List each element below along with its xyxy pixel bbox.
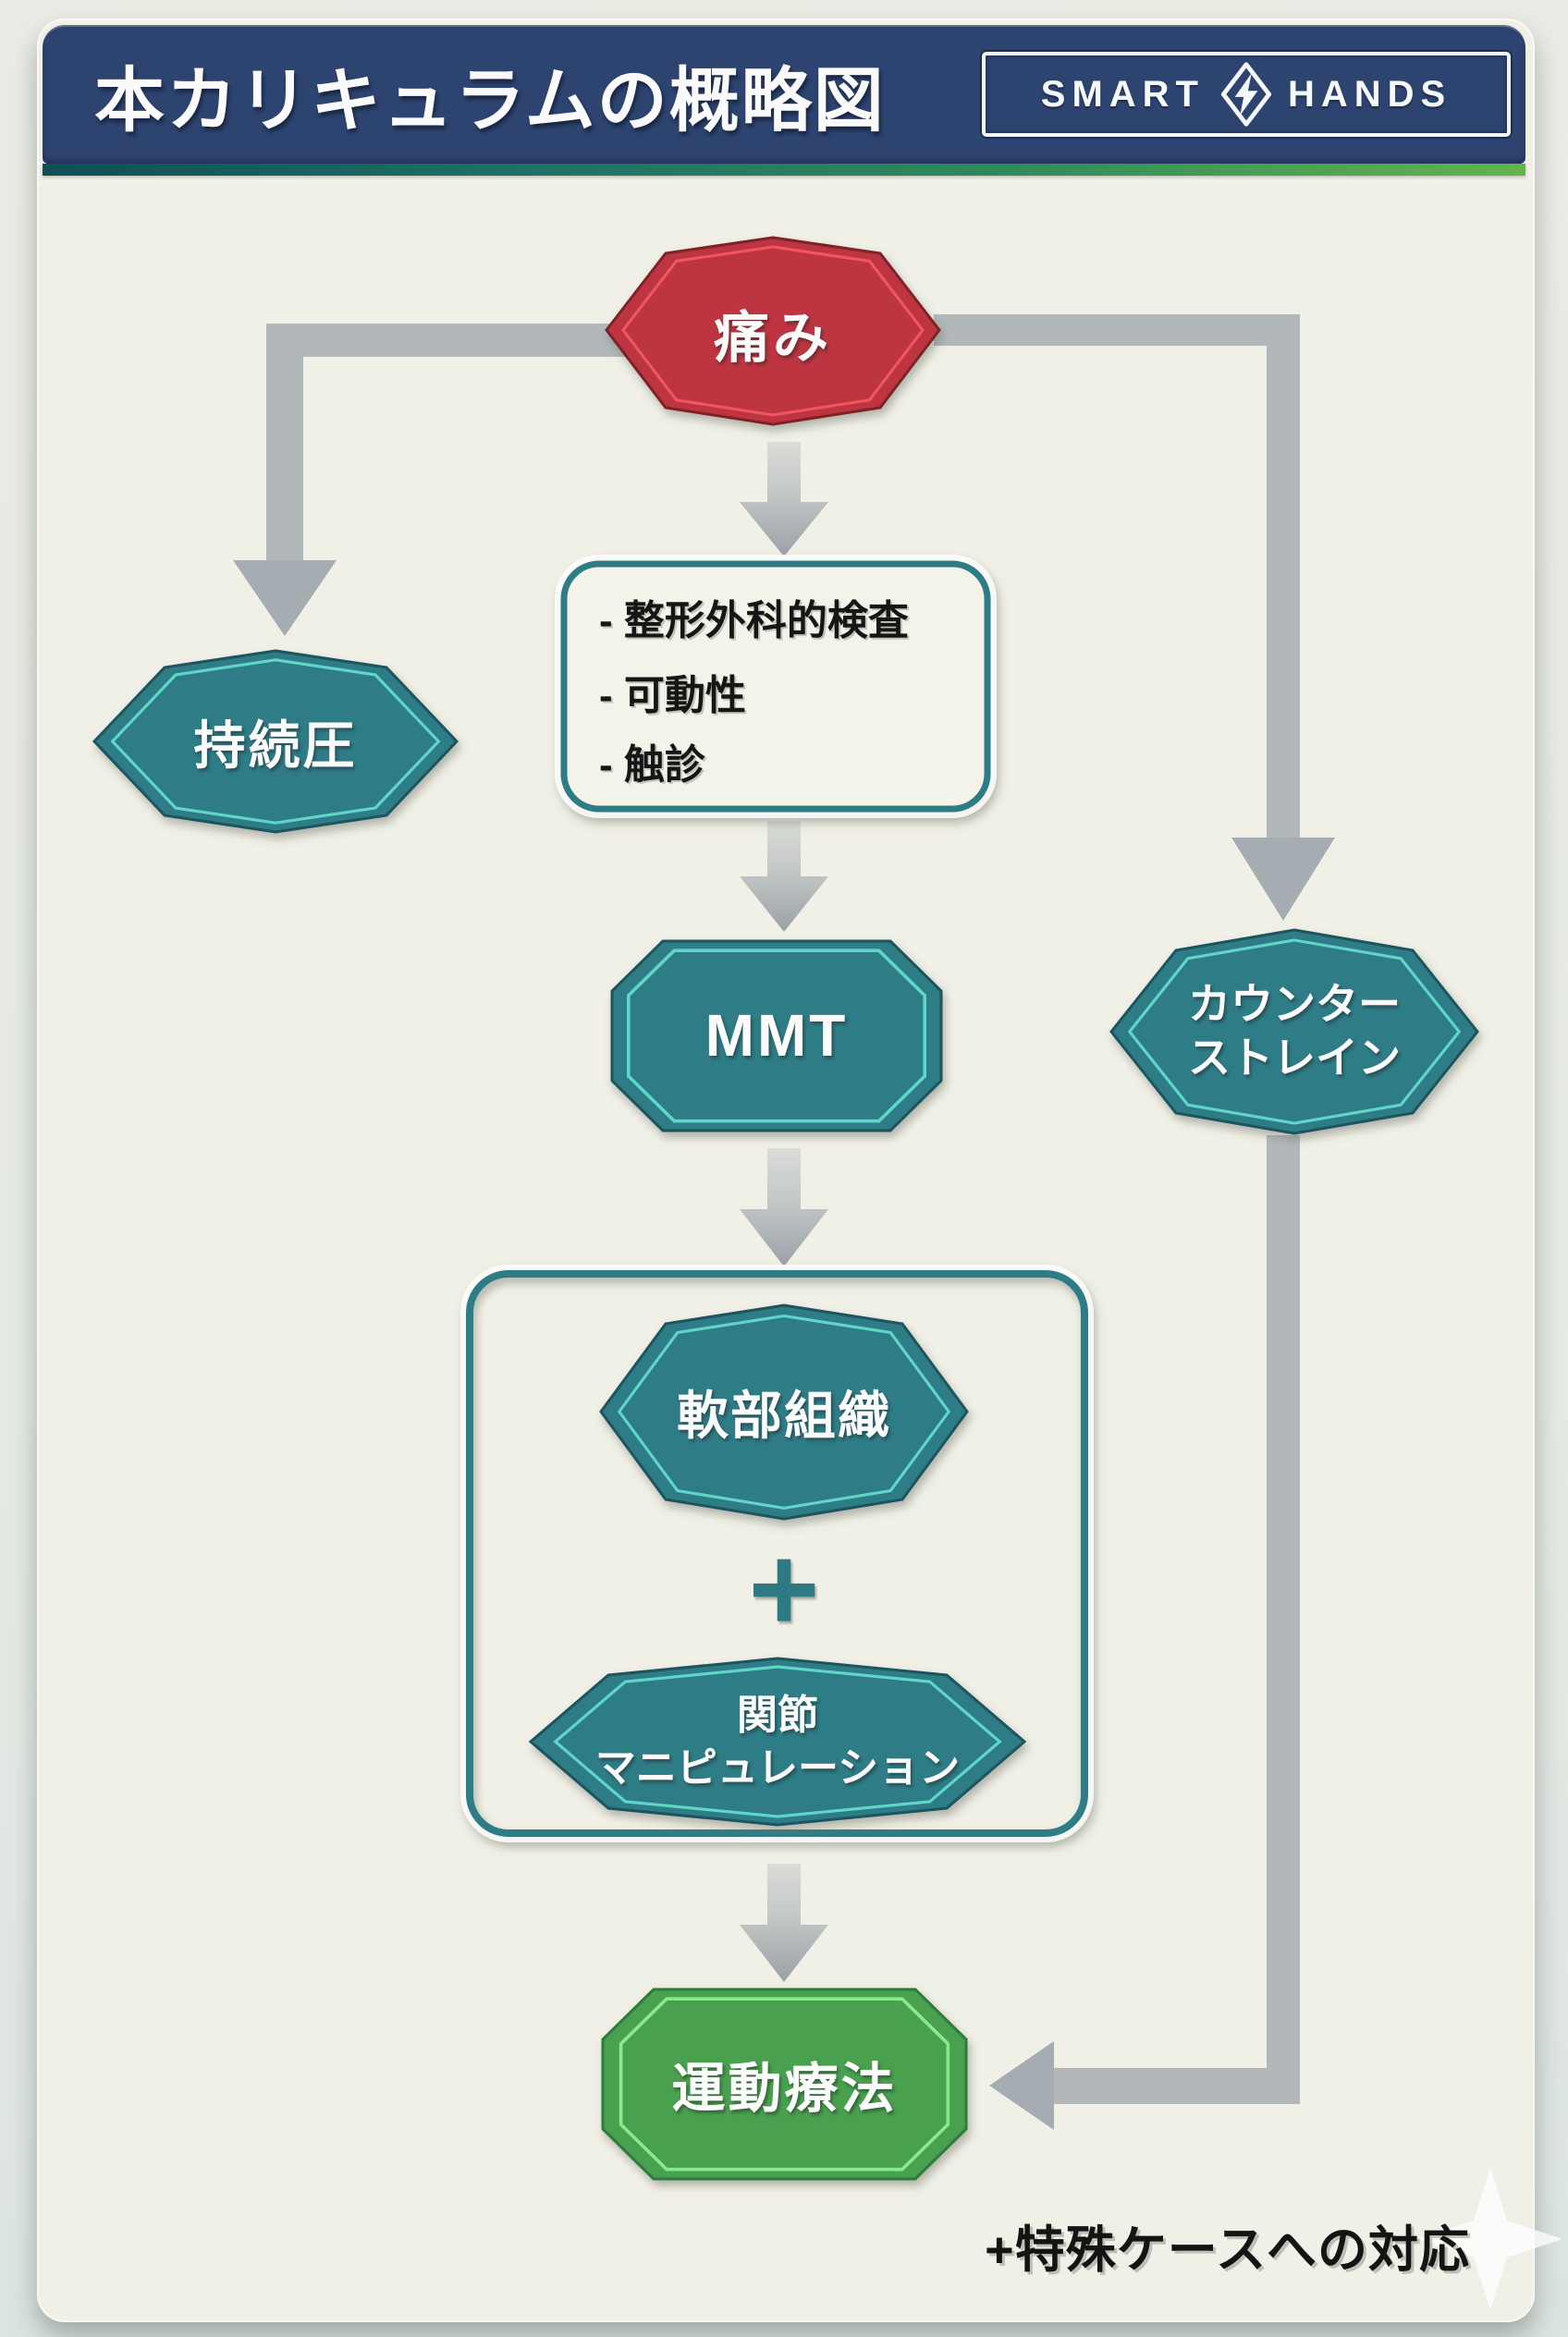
exercise-therapy-node-label: 運動療法 xyxy=(671,2059,898,2119)
arrow-treatment-box-to-exercise-therapy xyxy=(740,1864,828,1982)
exam-list-box xyxy=(555,555,997,818)
arrow-pain-to-sustained-pressure xyxy=(233,324,629,636)
arrow-mmt-to-treatment-box xyxy=(740,1148,828,1266)
arrow-exam-list-to-mmt xyxy=(740,821,828,932)
exam-list-item: - 可動性 xyxy=(599,673,746,718)
diamond-bolt-icon xyxy=(1219,59,1273,129)
arrow-pain-to-exam-list xyxy=(740,442,828,557)
pain-node-shape xyxy=(605,236,941,426)
plus-symbol: + xyxy=(748,1520,820,1657)
arrow-pain-to-counterstrain xyxy=(934,314,1335,921)
counterstrain-line2: ストレイン xyxy=(1188,1034,1401,1082)
exam-list-item: - 整形外科的検査 xyxy=(599,598,909,643)
page-title: 本カリキュラムの概略図 xyxy=(94,62,886,141)
joint-manipulation-line2: マニピュレーション xyxy=(594,1745,961,1791)
joint-manipulation-node-shape xyxy=(528,1657,1027,1827)
mmt-node-label: MMT xyxy=(704,1002,849,1069)
joint-manipulation-line1: 関節 xyxy=(737,1692,818,1738)
arrow-counterstrain-to-exercise-therapy xyxy=(989,1135,1300,2130)
treatment-group-box xyxy=(460,1265,1094,1842)
header-bar xyxy=(43,25,1525,164)
exercise-therapy-node-shape xyxy=(601,1988,968,2181)
counterstrain-node-shape xyxy=(1109,928,1479,1135)
header-accent-line xyxy=(43,164,1525,176)
sustained-pressure-node-shape xyxy=(92,649,459,834)
counterstrain-line1: カウンター xyxy=(1188,979,1401,1028)
mmt-node-shape xyxy=(610,939,943,1132)
logo-word-right: HANDS xyxy=(1287,73,1452,115)
sparkle-icon xyxy=(1418,2168,1562,2309)
soft-tissue-node-label: 軟部組織 xyxy=(677,1386,891,1445)
pain-node-label: 痛み xyxy=(714,306,832,369)
sustained-pressure-node-label: 持続圧 xyxy=(193,716,358,775)
exam-list-item: - 触診 xyxy=(599,742,705,788)
logo-word-left: SMART xyxy=(1040,73,1205,115)
joint-manipulation-node-label: 関節 マニピュレーション xyxy=(531,1660,1024,1823)
counterstrain-node-label: カウンター ストレイン xyxy=(1111,932,1477,1130)
smart-hands-logo: SMART HANDS xyxy=(982,52,1511,137)
soft-tissue-node-shape xyxy=(599,1303,969,1521)
footer-note: +特殊ケースへの対応 xyxy=(985,2221,1470,2278)
